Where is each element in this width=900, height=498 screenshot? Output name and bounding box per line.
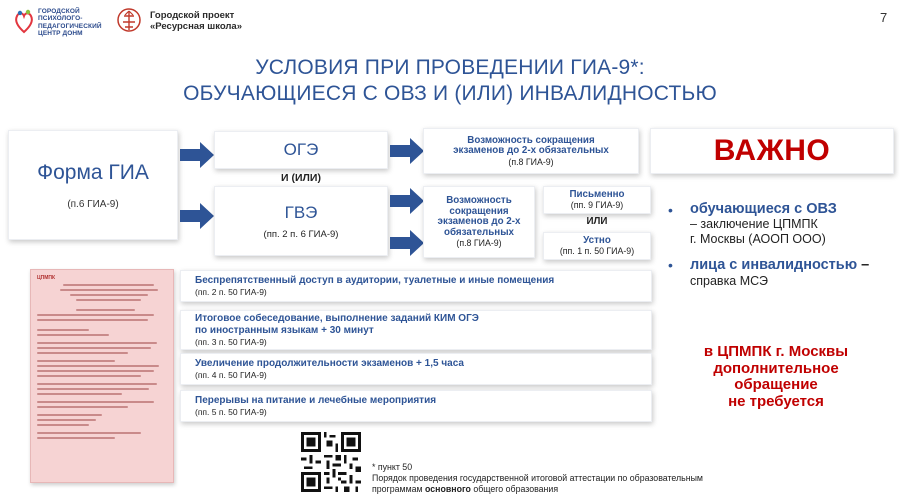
written-form-box: Письменно (пп. 9 ГИА-9) xyxy=(543,186,651,214)
condition-row: Итоговое собеседование, выполнение задан… xyxy=(180,310,652,350)
reduce-exams-gve-box: Возможность сокращения экзаменов до 2-х … xyxy=(423,186,535,258)
condition-row: Беспрепятственный доступ в аудитории, ту… xyxy=(180,270,652,302)
gve-box: ГВЭ (пп. 2 п. 6 ГИА-9) xyxy=(214,186,388,256)
project-name: Городской проект «Ресурсная школа» xyxy=(150,10,242,32)
page-number: 7 xyxy=(880,10,888,25)
ppc-logo: Городской психолого- педагогический цент… xyxy=(14,6,110,40)
oral-form-box: Устно (пп. 1 п. 50 ГИА-9) xyxy=(543,232,651,260)
and-or-label: И (ИЛИ) xyxy=(281,172,321,184)
important-box: ВАЖНО xyxy=(650,128,894,174)
important-bullets: • обучающиеся с ОВЗ – заключение ЦПМПК г… xyxy=(668,201,893,299)
or-label: ИЛИ xyxy=(586,216,608,227)
condition-row: Увеличение продолжительности экзаменов +… xyxy=(180,353,652,385)
bullet-icon: • xyxy=(668,202,673,218)
list-item: • обучающиеся с ОВЗ – заключение ЦПМПК г… xyxy=(668,201,837,246)
arrow-right-icon xyxy=(390,230,424,256)
important-note: в ЦПМПК г. Москвы дополнительное обращен… xyxy=(703,343,849,410)
slide-title: УСЛОВИЯ ПРИ ПРОВЕДЕНИИ ГИА-9*: ОБУЧАЮЩИЕ… xyxy=(183,56,717,105)
arrow-right-icon xyxy=(390,138,424,164)
resource-school-logo-icon xyxy=(117,8,141,32)
condition-row: Перерывы на питание и лечебные мероприят… xyxy=(180,390,652,422)
heart-logo-icon xyxy=(15,9,33,34)
qr-code-icon[interactable] xyxy=(301,432,361,492)
exam-form-title: Форма ГИА xyxy=(37,160,149,184)
bullet-icon: • xyxy=(668,257,673,273)
document-logo: ЦПМПК xyxy=(37,275,56,281)
reduce-exams-oge-box: Возможность сокращения экзаменов до 2-х … xyxy=(423,128,639,174)
exam-form-box: Форма ГИА (п.6 ГИА-9) xyxy=(8,130,178,240)
ppc-logo-text: Городской психолого- педагогический цент… xyxy=(38,8,102,38)
list-item: • лица с инвалидностью – справка МСЭ xyxy=(668,257,870,288)
arrow-right-icon xyxy=(180,203,214,229)
arrow-right-icon xyxy=(180,142,214,168)
document-thumbnail: ЦПМПК xyxy=(30,269,174,483)
exam-form-ref: (п.6 ГИА-9) xyxy=(67,198,119,210)
oge-title: ОГЭ xyxy=(283,140,319,159)
gve-ref: (пп. 2 п. 6 ГИА-9) xyxy=(263,228,339,240)
footnote: * пункт 50 Порядок проведения государств… xyxy=(372,462,703,494)
gve-title: ГВЭ xyxy=(284,202,318,222)
arrow-right-icon xyxy=(390,188,424,214)
oge-box: ОГЭ xyxy=(214,131,388,169)
important-title: ВАЖНО xyxy=(713,134,831,167)
